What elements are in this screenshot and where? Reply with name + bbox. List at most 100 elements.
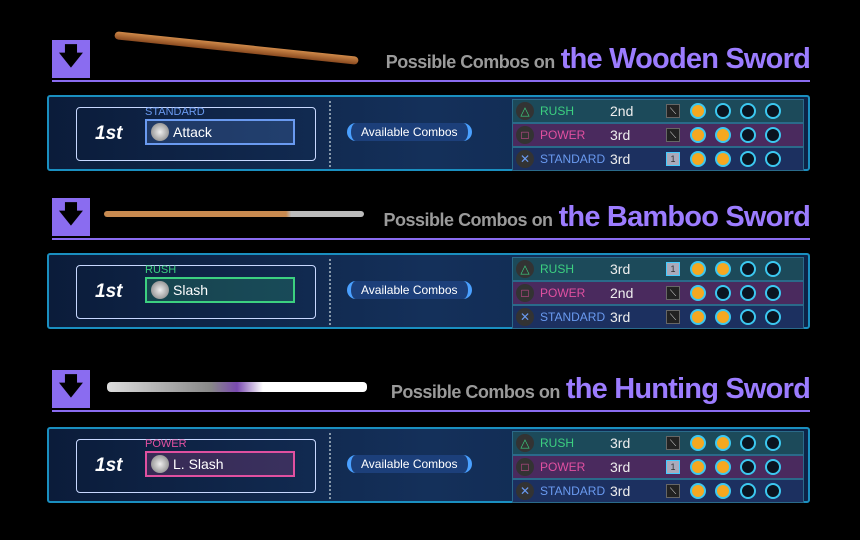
combo-type: STANDARD <box>540 310 606 324</box>
square-button-icon: □ <box>516 284 534 302</box>
move-name: Slash <box>173 282 209 298</box>
combo-slot-filled <box>690 151 706 167</box>
finisher-icon: 1 <box>666 152 680 166</box>
combo-rank: 3rd <box>610 127 631 143</box>
order-label: 1st <box>95 123 123 144</box>
divider <box>329 259 331 325</box>
combo-slot-empty <box>765 435 781 451</box>
triangle-button-icon: △ <box>516 102 534 120</box>
combo-slot-filled <box>715 435 731 451</box>
square-button-icon <box>151 123 169 141</box>
combo-slot-filled <box>690 103 706 119</box>
combo-slot-empty <box>740 285 756 301</box>
divider <box>329 101 331 167</box>
combo-row-power[interactable]: □ POWER 3rd 1 <box>512 455 804 479</box>
combo-row-power[interactable]: □ POWER 2nd ⟍ <box>512 281 804 305</box>
move-name: Attack <box>173 124 212 140</box>
combo-slot-empty <box>740 261 756 277</box>
finisher-icon: 1 <box>666 262 680 276</box>
finisher-icon: ⟍ <box>666 286 680 300</box>
combo-slot-empty <box>740 151 756 167</box>
combo-rank: 3rd <box>610 151 631 167</box>
combo-slot-filled <box>690 261 706 277</box>
combo-slot-empty <box>765 103 781 119</box>
combo-row-power[interactable]: □ POWER 3rd ⟍ <box>512 123 804 147</box>
combo-row-rush[interactable]: △ RUSH 3rd ⟍ <box>512 431 804 455</box>
header-prefix: Possible Combos on <box>385 52 556 72</box>
combo-slot-empty <box>740 435 756 451</box>
move-category: RUSH <box>145 264 177 276</box>
square-button-icon: □ <box>516 126 534 144</box>
available-combos-button[interactable]: Available Combos <box>347 123 472 141</box>
combo-slot-filled <box>715 459 731 475</box>
finisher-icon: ⟍ <box>666 436 680 450</box>
combo-slot-empty <box>715 285 731 301</box>
down-arrow-icon[interactable]: 🡇 <box>52 40 90 78</box>
combo-type: POWER <box>540 128 586 142</box>
weapon-name: the Bamboo Sword <box>558 201 811 233</box>
combo-panel: 1st STANDARD Attack Available Combos △ R… <box>47 95 810 171</box>
move-name-box[interactable]: Attack <box>145 119 295 145</box>
combo-row-standard[interactable]: ✕ STANDARD 3rd ⟍ <box>512 479 804 503</box>
finisher-icon: ⟍ <box>666 128 680 142</box>
combo-slot-empty <box>765 483 781 499</box>
first-move-box: 1st STANDARD Attack <box>76 106 316 161</box>
combo-panel: 1st POWER L. Slash Available Combos △ RU… <box>47 427 810 503</box>
combo-type: POWER <box>540 460 586 474</box>
combo-slot-empty <box>740 127 756 143</box>
combo-rank: 3rd <box>610 261 631 277</box>
combo-slot-empty <box>740 459 756 475</box>
combo-type: RUSH <box>540 436 575 450</box>
combo-panel: 1st RUSH Slash Available Combos △ RUSH 3… <box>47 253 810 329</box>
combo-slot-filled <box>715 483 731 499</box>
combo-slot-empty <box>765 309 781 325</box>
move-name-box[interactable]: L. Slash <box>145 451 295 477</box>
available-combos-button[interactable]: Available Combos <box>347 281 472 299</box>
sword-image <box>114 31 359 65</box>
combo-slot-filled <box>715 261 731 277</box>
combo-slot-empty <box>740 483 756 499</box>
sword-image <box>107 382 367 392</box>
finisher-icon: ⟍ <box>666 310 680 324</box>
combo-row-standard[interactable]: ✕ STANDARD 3rd ⟍ <box>512 305 804 329</box>
combo-slot-filled <box>690 127 706 143</box>
combo-type: RUSH <box>540 262 575 276</box>
combo-row-rush[interactable]: △ RUSH 2nd ⟍ <box>512 99 804 123</box>
combo-slot-filled <box>715 127 731 143</box>
combo-slot-filled <box>690 483 706 499</box>
combo-rank: 2nd <box>610 103 634 119</box>
move-category: STANDARD <box>145 106 205 118</box>
combo-type: POWER <box>540 286 586 300</box>
combo-row-rush[interactable]: △ RUSH 3rd 1 <box>512 257 804 281</box>
sword-image <box>104 211 364 217</box>
triangle-button-icon: △ <box>516 434 534 452</box>
down-arrow-icon[interactable]: 🡇 <box>52 370 90 408</box>
available-combos-button[interactable]: Available Combos <box>347 455 472 473</box>
combo-type: STANDARD <box>540 484 606 498</box>
weapon-name: the Wooden Sword <box>560 43 811 75</box>
cross-button-icon: ✕ <box>516 308 534 326</box>
combo-type: RUSH <box>540 104 575 118</box>
combo-rank: 3rd <box>610 309 631 325</box>
combo-row-standard[interactable]: ✕ STANDARD 3rd 1 <box>512 147 804 171</box>
header-prefix: Possible Combos on <box>390 382 561 402</box>
move-name: L. Slash <box>173 456 224 472</box>
combo-slot-filled <box>690 309 706 325</box>
down-arrow-icon[interactable]: 🡇 <box>52 198 90 236</box>
weapon-name: the Hunting Sword <box>565 373 811 405</box>
combo-slot-empty <box>765 127 781 143</box>
combo-slot-filled <box>690 285 706 301</box>
combo-slot-filled <box>715 309 731 325</box>
combo-slot-empty <box>765 261 781 277</box>
combo-slot-filled <box>690 459 706 475</box>
combo-slot-empty <box>740 103 756 119</box>
combo-slot-empty <box>765 459 781 475</box>
combo-rank: 3rd <box>610 459 631 475</box>
combo-slot-empty <box>765 285 781 301</box>
combo-slot-empty <box>715 103 731 119</box>
move-name-box[interactable]: Slash <box>145 277 295 303</box>
move-category: POWER <box>145 438 187 450</box>
divider <box>329 433 331 499</box>
